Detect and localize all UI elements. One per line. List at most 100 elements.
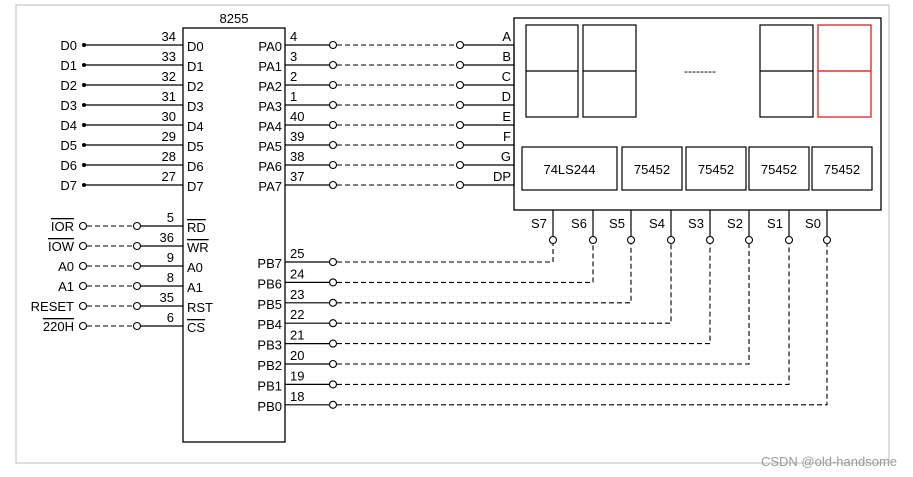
- driver-label: 75452: [824, 162, 860, 177]
- pin-number: 6: [167, 310, 174, 325]
- select-label: S7: [531, 216, 547, 231]
- terminal-circle: [328, 319, 338, 328]
- seven-segment-digit: [582, 24, 637, 118]
- control-signal-label: RESET: [31, 299, 74, 314]
- terminal-circle: [455, 60, 465, 70]
- port-a-pin-label: PA7: [258, 179, 282, 194]
- select-label: S1: [767, 216, 783, 231]
- terminal-circle: [328, 160, 338, 170]
- control-signal-label: IOW: [48, 239, 75, 254]
- port-a-pin-label: PA5: [258, 139, 282, 154]
- segment-label: DP: [493, 169, 511, 184]
- chip-pin-label: WR: [187, 240, 209, 255]
- pin-number: 23: [290, 287, 304, 302]
- pin-number: 36: [160, 230, 174, 245]
- select-label: S3: [688, 216, 704, 231]
- digit-ellipsis: --------: [684, 64, 716, 78]
- data-signal-label: D1: [60, 58, 77, 73]
- port-b-wire: [337, 244, 632, 304]
- port-a-pin-label: PA4: [258, 119, 282, 134]
- select-label: S4: [649, 216, 665, 231]
- pin-number: 28: [162, 149, 176, 164]
- port-b-wire: [337, 244, 594, 283]
- segment-label: A: [502, 29, 511, 44]
- port-b-pin-label: PB2: [257, 358, 282, 373]
- pin-number: 38: [290, 149, 304, 164]
- pin-number: 27: [162, 169, 176, 184]
- port-b-pin-label: PB3: [257, 338, 282, 353]
- chip-pin-label: D0: [187, 39, 204, 54]
- chip-pin-label: D4: [187, 119, 204, 134]
- pin-number: 31: [162, 89, 176, 104]
- port-b-pin-label: PB7: [257, 256, 282, 271]
- watermark: CSDN @old-handsome: [761, 454, 897, 469]
- chip-pin-label: D2: [187, 79, 204, 94]
- terminal-circle: [455, 140, 465, 150]
- terminal-circle: [132, 221, 142, 231]
- pin-number: 4: [290, 29, 297, 44]
- terminal-circle: [328, 359, 338, 369]
- driver-chip: [811, 146, 873, 191]
- terminal-circle: [455, 180, 465, 190]
- terminal-circle: [328, 100, 338, 110]
- segment-label: C: [502, 69, 511, 84]
- select-label: S0: [805, 216, 821, 231]
- segment-label: F: [503, 129, 511, 144]
- chip-pin-label: RD: [187, 220, 206, 235]
- driver-chip: [621, 146, 683, 191]
- select-label: S5: [609, 216, 625, 231]
- chip-pin-label: D1: [187, 59, 204, 74]
- chip-pin-label: D3: [187, 99, 204, 114]
- terminal-circle: [822, 235, 832, 245]
- terminal-circle: [548, 235, 558, 245]
- control-signal-label: A1: [58, 279, 74, 294]
- segment-label: B: [502, 49, 511, 64]
- data-signal-label: D5: [60, 138, 77, 153]
- port-b-pin-label: PB6: [257, 276, 282, 291]
- control-signal-label: 220H: [43, 319, 74, 334]
- terminal-circle: [78, 261, 88, 271]
- terminal-circle: [588, 235, 598, 245]
- chip-8255-body: [182, 27, 286, 443]
- port-b-wire: [337, 244, 750, 365]
- pin-number: 20: [290, 348, 304, 363]
- pin-number: 40: [290, 109, 304, 124]
- seven-segment-digit: [525, 24, 579, 118]
- data-signal-label: D0: [60, 38, 77, 53]
- chip-pin-label: D6: [187, 159, 204, 174]
- terminal-circle: [328, 257, 338, 267]
- pin-number: 25: [290, 246, 304, 261]
- pin-number: 21: [290, 328, 304, 343]
- terminal-circle: [328, 120, 338, 130]
- chip-pin-label: A1: [187, 280, 203, 295]
- terminal-circle: [132, 281, 142, 291]
- terminal-circle: [328, 140, 338, 150]
- driver-label: 74LS244: [543, 162, 595, 177]
- terminal-circle: [328, 180, 338, 190]
- terminal-circle: [328, 40, 338, 50]
- chip-pin-label: RST: [187, 300, 213, 315]
- chip-pin-label: CS: [187, 320, 205, 335]
- pin-number: 19: [290, 368, 304, 383]
- chip-pin-label: A0: [187, 260, 203, 275]
- segment-label: D: [502, 89, 511, 104]
- terminal-circle: [328, 380, 338, 389]
- chip-title: 8255: [220, 11, 249, 26]
- pin-number: 3: [290, 49, 297, 64]
- pin-number: 1: [290, 89, 297, 104]
- data-pin-group: D034D0D133D1D232D2D331D3D430D4D529D5D628…: [60, 29, 203, 194]
- pin-number: 34: [162, 29, 176, 44]
- terminal-circle: [328, 278, 338, 287]
- port-b-pin-label: PB4: [257, 317, 282, 332]
- data-signal-label: D7: [60, 178, 77, 193]
- terminal-circle: [328, 80, 338, 90]
- driver-chip: [748, 146, 810, 191]
- port-b-pin-label: PB1: [257, 378, 282, 393]
- data-signal-label: D3: [60, 98, 77, 113]
- control-signal-label: IOR: [51, 219, 74, 234]
- driver-chip: [685, 146, 747, 191]
